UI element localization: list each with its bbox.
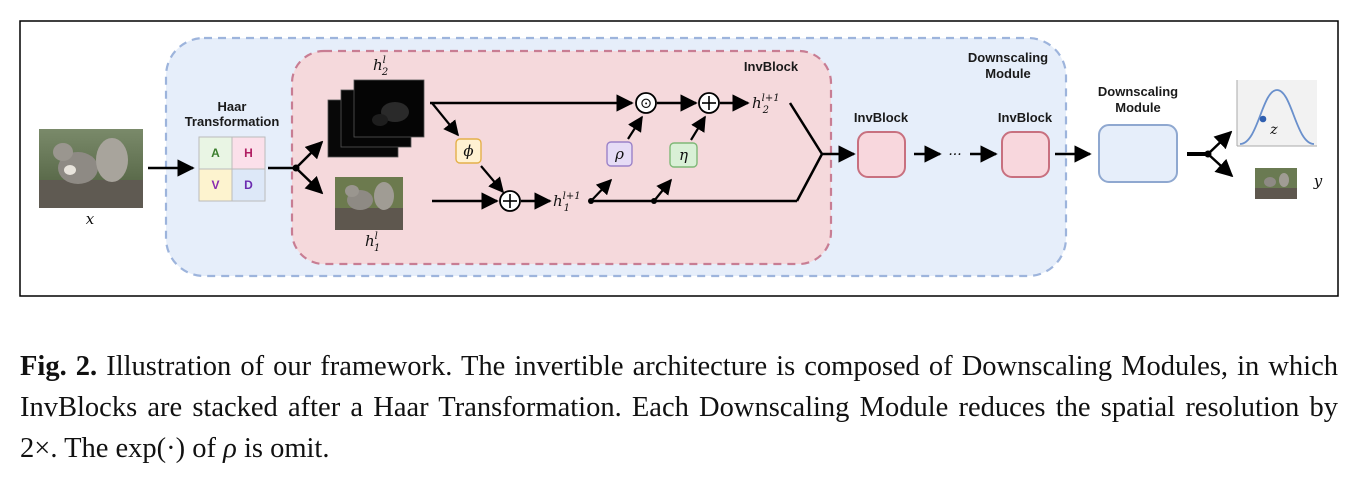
rho-symbol: ρ [614,145,624,163]
invblock-2 [1001,131,1050,178]
figure-caption: Fig. 2. Illustration of our framework. T… [20,346,1338,469]
output-label: y [1313,172,1323,190]
caption-math-exp: exp(·) [115,433,186,464]
caption-text-3: of [185,433,224,464]
next-module-label-2: Module [1115,100,1161,115]
haar-label-2: Transformation [185,114,280,129]
input-image [39,129,143,208]
caption-text-1: Illustration of our framework. The inver… [20,351,1339,423]
mul-symbol: ⊙ [640,94,653,112]
haar-cell-d: D [244,178,253,192]
haar-cell-v: V [211,178,219,192]
next-downscaling-module [1098,124,1178,183]
caption-math-2x: 2× [20,433,51,464]
next-module-label: Downscaling [1098,84,1178,99]
caption-math-rho: ρ [223,433,237,464]
invblock-2-label: InvBlock [998,110,1053,125]
arrow-to-output [1207,153,1234,178]
arrow-to-eta [653,178,672,202]
framework-diagram: Downscaling Module InvBlock x Haar Trans… [19,20,1339,297]
haar-grid: A H V D [198,136,266,202]
haar-cell-h: H [244,146,253,160]
invblock-1 [857,131,906,178]
arrow-to-h2 [295,140,324,169]
eta-symbol: η [679,146,688,164]
rho-block [606,141,633,167]
downscaling-module-label: Downscaling [968,50,1048,65]
arrow-eta-to-add [690,115,706,141]
mul-node [635,92,657,114]
output-image [1255,168,1297,199]
low-frequency-image [335,177,403,230]
caption-text-2: . The [50,433,116,464]
ellipsis: ··· [948,147,961,163]
high-frequency-stack [327,79,425,158]
downscaling-module-label-2: Module [985,66,1031,81]
arrow-phi-to-add [480,165,504,194]
caption-text-4: is omit. [236,433,330,464]
arrow-to-latent [1207,130,1233,155]
eta-block [669,142,698,168]
arrow-rho-to-mul [627,115,643,140]
arrow-to-h1 [295,167,324,195]
latent-point [1259,115,1267,123]
input-label: x [86,210,95,228]
invblock-region-label: InvBlock [744,59,799,74]
phi-symbol: ϕ [463,142,473,160]
arrow-to-rho [590,178,613,202]
gaussian-plot [1236,80,1317,147]
invblock-1-label: InvBlock [854,110,909,125]
caption-fig-number: Fig. 2. [20,351,98,382]
haar-cell-a: A [211,146,220,160]
arrow-to-phi [431,102,459,137]
phi-block [455,138,482,164]
latent-label: z [1269,122,1278,138]
haar-label: Haar [218,99,247,114]
